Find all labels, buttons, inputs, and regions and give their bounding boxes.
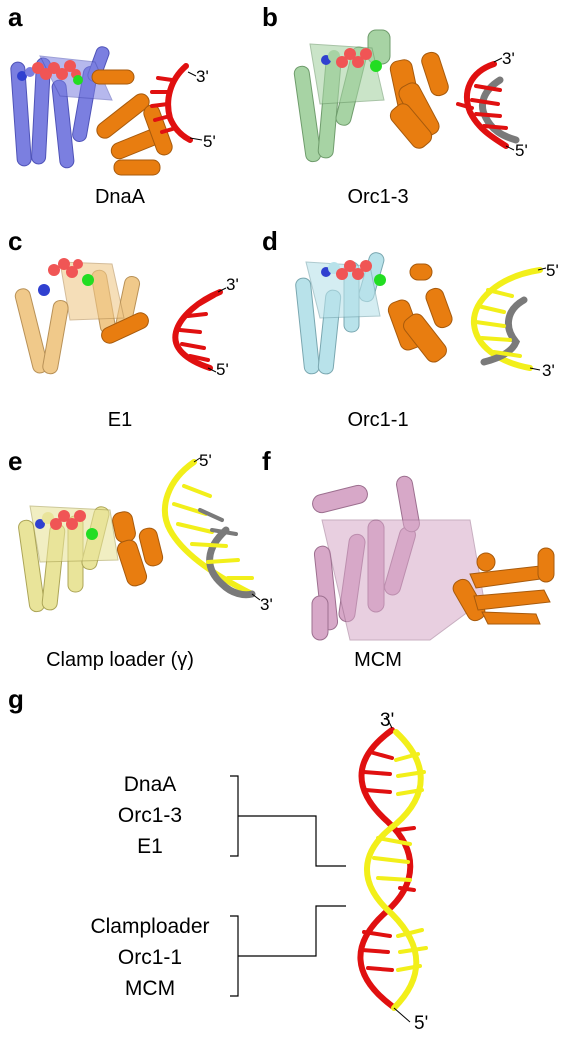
g-group-top-label-2: Orc1-3 — [117, 804, 183, 827]
e1-mg-ion — [82, 274, 94, 286]
caption-orc13: Orc1-3 — [347, 186, 409, 208]
e1-5prime-tick — [207, 367, 217, 373]
e1-atp-ligand — [38, 258, 83, 296]
dnaa-5prime-tick — [189, 137, 203, 141]
orc11-dna-5prime-label: 5' — [546, 261, 559, 280]
dnaa-aaa-domain — [10, 46, 113, 169]
dnaa-mg-ion — [73, 75, 83, 85]
dnaa-dna-3prime-label: 3' — [196, 67, 209, 86]
e1-helix-insert — [101, 312, 149, 344]
e1-structure — [14, 258, 227, 375]
caption-orc11: Orc1-1 — [347, 409, 409, 431]
clamp-helix-insert — [112, 511, 164, 587]
orc13-dna-3prime-label: 3' — [502, 49, 515, 68]
panel-letter-e: e — [8, 446, 23, 476]
clamp-dna-5prime-label: 5' — [199, 451, 212, 470]
clamp-dsdna — [161, 459, 256, 599]
dnaa-atp-ligand — [17, 60, 81, 81]
g-3prime-tick — [385, 715, 393, 729]
dnaa-dna-5prime-label: 5' — [203, 132, 216, 151]
dnaa-helix-insert — [91, 69, 173, 176]
dnaa-3prime-tick — [187, 71, 197, 77]
panel-letter-c: c — [8, 226, 23, 256]
g-dna-helix — [357, 727, 428, 1011]
dnaa-ssdna — [150, 63, 193, 143]
panel-letter-d: d — [262, 226, 278, 256]
caption-e1: E1 — [107, 409, 133, 431]
caption-mcm: MCM — [354, 649, 402, 671]
g-bracket-bottom — [230, 905, 346, 997]
caption-clamp-loader: Clamp loader (γ) — [46, 649, 194, 671]
orc13-dsdna — [456, 61, 520, 149]
orc13-structure — [293, 29, 520, 163]
g-group-bottom-label-2: Orc1-1 — [117, 946, 183, 969]
g-dna-5prime-label: 5' — [414, 1013, 429, 1034]
panel-letter-g: g — [8, 684, 24, 714]
orc11-dna-3prime-label: 3' — [542, 361, 555, 380]
panel-letter-a: a — [8, 2, 23, 32]
orc11-atp-ligand — [321, 260, 372, 280]
orc11-5prime-tick — [537, 267, 547, 271]
orc13-mg-ion — [370, 60, 382, 72]
mcm-helix-insert — [452, 547, 555, 625]
g-bracket-top — [230, 775, 346, 867]
panel-letter-b: b — [262, 2, 278, 32]
clamp-aaa-domain — [18, 505, 119, 613]
clamp-dna-3prime-label: 3' — [260, 595, 273, 614]
clamp-3prime-tick — [251, 593, 261, 601]
e1-3prime-tick — [217, 287, 227, 293]
e1-ssdna — [172, 289, 223, 371]
dnaa-structure — [10, 46, 203, 176]
orc13-atp-ligand — [321, 48, 372, 68]
caption-dnaa: DnaA — [94, 186, 146, 208]
orc13-5prime-tick — [505, 145, 515, 151]
g-group-bottom-label-3: MCM — [124, 977, 176, 1000]
orc13-3prime-tick — [493, 57, 503, 63]
clamp-atp-ligand — [35, 510, 86, 530]
clamp-mg-ion — [86, 528, 98, 540]
mcm-aaa-domain — [311, 475, 485, 641]
orc11-mg-ion — [374, 274, 386, 286]
orc11-helix-insert — [387, 263, 453, 363]
orc11-structure — [295, 252, 547, 375]
orc11-3prime-tick — [529, 367, 541, 371]
e1-aaa-domain — [14, 261, 141, 375]
clamp-structure — [18, 457, 261, 613]
g-group-top-label-1: DnaA — [123, 773, 177, 796]
g-group-top-label-3: E1 — [137, 835, 163, 858]
clamp-5prime-tick — [193, 457, 201, 463]
g-group-bottom-label-1: Clamploader — [90, 915, 210, 938]
g-5prime-tick — [393, 1007, 411, 1023]
mcm-structure — [311, 475, 555, 641]
orc13-dna-5prime-label: 5' — [515, 141, 528, 160]
e1-dna-5prime-label: 5' — [216, 360, 229, 379]
orc13-helix-insert — [389, 51, 449, 149]
panel-letter-f: f — [262, 446, 271, 476]
orc13-aaa-domain — [293, 29, 391, 163]
orc11-dsdna — [470, 267, 543, 371]
e1-dna-3prime-label: 3' — [226, 275, 239, 294]
